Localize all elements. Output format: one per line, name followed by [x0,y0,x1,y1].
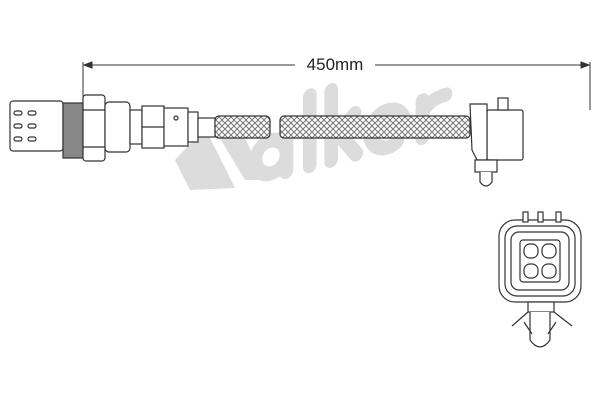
connector-side-view [469,97,524,187]
connector-front-view [498,211,582,348]
sensor-hex [82,94,106,162]
sensor-thread [62,102,84,159]
braided-cable [279,115,471,139]
braided-cable [214,115,271,139]
sensor-probe [9,100,64,152]
sensor-body [104,101,131,153]
length-dimension-label: 450mm [295,55,375,75]
